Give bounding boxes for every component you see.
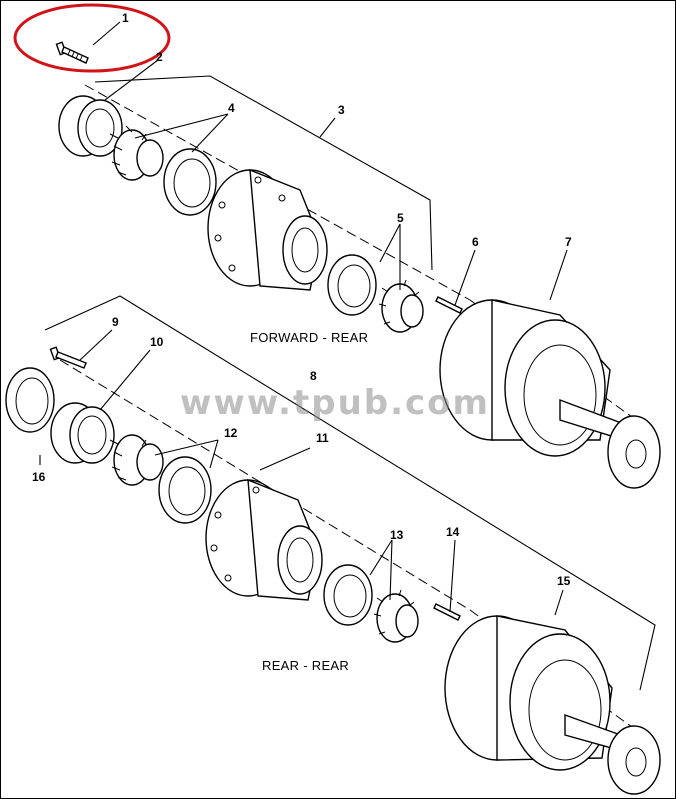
callout-12: 12	[224, 426, 238, 440]
part-16-seal[interactable]	[5, 367, 55, 433]
part-6-stud[interactable]	[435, 296, 463, 314]
part-13-bearing-set[interactable]	[323, 564, 419, 643]
highlight-circle	[13, 3, 171, 73]
rear-rear-assembly	[5, 295, 661, 795]
part-11-hub[interactable]	[205, 478, 323, 601]
callout-7: 7	[565, 235, 572, 249]
callout-8: 8	[310, 369, 317, 383]
forward-rear-assembly	[13, 3, 661, 489]
part-5-bearing-set[interactable]	[327, 254, 424, 333]
watermark: www.tpub.com	[180, 383, 490, 423]
part-3-hub[interactable]	[207, 168, 328, 291]
callout-10: 10	[150, 335, 164, 349]
callout-6: 6	[472, 235, 479, 249]
part-12-bearing-cup[interactable]	[158, 456, 212, 524]
callout-11: 11	[316, 431, 329, 445]
callout-9: 9	[112, 315, 119, 329]
view-label-forward-rear: FORWARD - REAR	[250, 330, 368, 345]
part-7-brake-drum[interactable]	[439, 299, 661, 489]
part-4-bearing-cone[interactable]	[109, 125, 164, 181]
callout-16: 16	[32, 470, 46, 484]
part-10-bearing-cup[interactable]	[50, 402, 115, 464]
part-1-screw[interactable]	[55, 41, 89, 64]
part-4-bearing-cup[interactable]	[163, 148, 217, 216]
callout-5: 5	[397, 211, 404, 225]
callout-2: 2	[156, 50, 163, 64]
callout-1: 1	[122, 11, 129, 25]
part-12-bearing-cone[interactable]	[109, 434, 164, 486]
part-2-bearing-cup[interactable]	[58, 95, 123, 157]
part-14-stud[interactable]	[433, 603, 461, 621]
callout-3: 3	[338, 103, 345, 117]
part-9-screw[interactable]	[49, 346, 87, 369]
callout-14: 14	[446, 525, 460, 539]
view-label-rear-rear: REAR - REAR	[262, 658, 349, 673]
callout-15: 15	[557, 574, 571, 588]
part-15-brake-drum[interactable]	[444, 615, 661, 795]
callout-13: 13	[390, 528, 404, 542]
callout-4: 4	[228, 101, 235, 115]
